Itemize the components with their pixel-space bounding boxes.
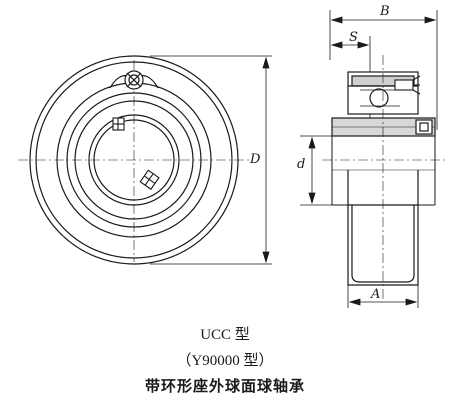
grease-nipple-side — [394, 75, 421, 95]
caption-model: UCC 型 — [200, 327, 250, 343]
front-center-lines — [18, 60, 250, 262]
dimension-d-label: d — [297, 157, 305, 172]
dimension-D-label: D — [249, 152, 261, 167]
dimension-D — [150, 55, 272, 265]
dimension-A-label: A — [370, 287, 380, 302]
grease-nipple-front — [109, 70, 159, 90]
inner-ring-section — [331, 117, 436, 137]
dimension-S-label: S — [349, 30, 358, 45]
dimension-B — [329, 10, 438, 130]
dimension-d — [300, 135, 332, 206]
side-view: B S — [297, 4, 448, 308]
caption-name: 带环形座外球面球轴承 — [144, 377, 305, 395]
front-view: D — [18, 55, 272, 265]
side-center-line — [322, 55, 448, 300]
caption-series: （Y90000 型） — [176, 353, 274, 369]
bearing-technical-drawing: D B S — [18, 4, 448, 308]
set-screw-top — [112, 117, 125, 131]
set-screw-lower — [139, 169, 160, 190]
dimension-B-label: B — [379, 4, 390, 19]
dimension-A — [347, 285, 419, 308]
